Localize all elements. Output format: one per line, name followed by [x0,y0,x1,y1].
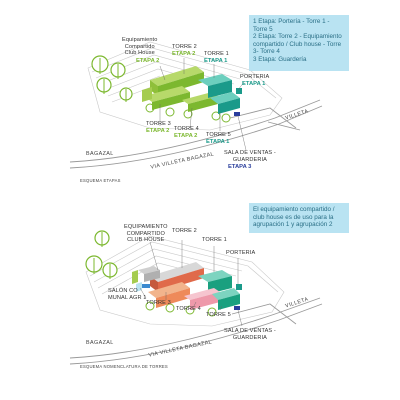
towers-caption: ESQUEMA NOMENCLATURA DE TORRES [80,364,168,369]
torre2-stage: ETAPA 2 [172,51,196,57]
sala-label: SALA DE VENTAS - GUARDERIA [224,328,276,341]
porteria-label: PORTERIA [240,74,270,80]
torre4-label: TORRE 4 [176,306,201,312]
torre5-label: TORRE 5 [206,312,231,318]
torre2-label: TORRE 2 [172,44,197,50]
porteria-label: PORTERIA [226,250,256,256]
leader-lines [159,58,247,151]
equipamiento-label: Equipamiento Compartido Club House [122,37,158,57]
tower-nomenclature-diagram: EQUIPAMIENTO COMPARTIDO CLUB HOUSE TORRE… [0,200,400,400]
clubhouse-note: El equipamiento compartido / club house … [249,203,349,233]
equipamiento-stage: ETAPA 2 [136,58,160,64]
torre3-label: TORRE 3 [146,121,171,127]
sala-label: SALA DE VENTAS - GUARDERIA [224,150,276,163]
torre4-stage: ETAPA 2 [174,133,198,139]
stages-caption: ESQUEMA ETAPAS [80,178,121,183]
etapa-3-building [234,112,240,116]
torre5-label: TORRE 5 [206,132,231,138]
equipamiento-label: EQUIPAMIENTO COMPARTIDO CLUB HOUSE [124,224,168,244]
etapa-2-buildings [142,66,218,112]
porteria-stage: ETAPA 1 [242,81,266,87]
torre2-label: TORRE 2 [172,228,197,234]
site-plan-towers [69,230,323,365]
torre1-label: TORRE 1 [204,51,229,57]
trees [91,55,231,123]
torre1-stage: ETAPA 1 [204,58,228,64]
bagazal-road-label: BAGAZAL [86,340,114,346]
site-plan-stages [69,41,323,169]
torre4-label: TORRE 4 [174,126,199,132]
leader-lines [139,240,243,327]
torre1-label: TORRE 1 [202,237,227,243]
stages-note: 1 Etapa: Portería - Torre 1 - Torre 5 2 … [249,15,349,71]
tower-blocks [132,262,242,310]
roads [69,99,323,169]
bagazal-road-label: BAGAZAL [86,151,114,157]
sala-stage: ETAPA 3 [228,164,252,170]
etapa-1-buildings [198,74,242,114]
torre5-stage: ETAPA 1 [206,139,230,145]
torre3-stage: ETAPA 2 [146,128,170,134]
salon-comunal-label: SALÓN CO MUNAL AGR 1 [108,288,147,301]
roads [69,297,323,365]
stages-diagram: Equipamiento Compartido Club House ETAPA… [69,15,349,183]
trees [85,230,217,317]
torre3-label: TORRE 3 [146,300,171,306]
